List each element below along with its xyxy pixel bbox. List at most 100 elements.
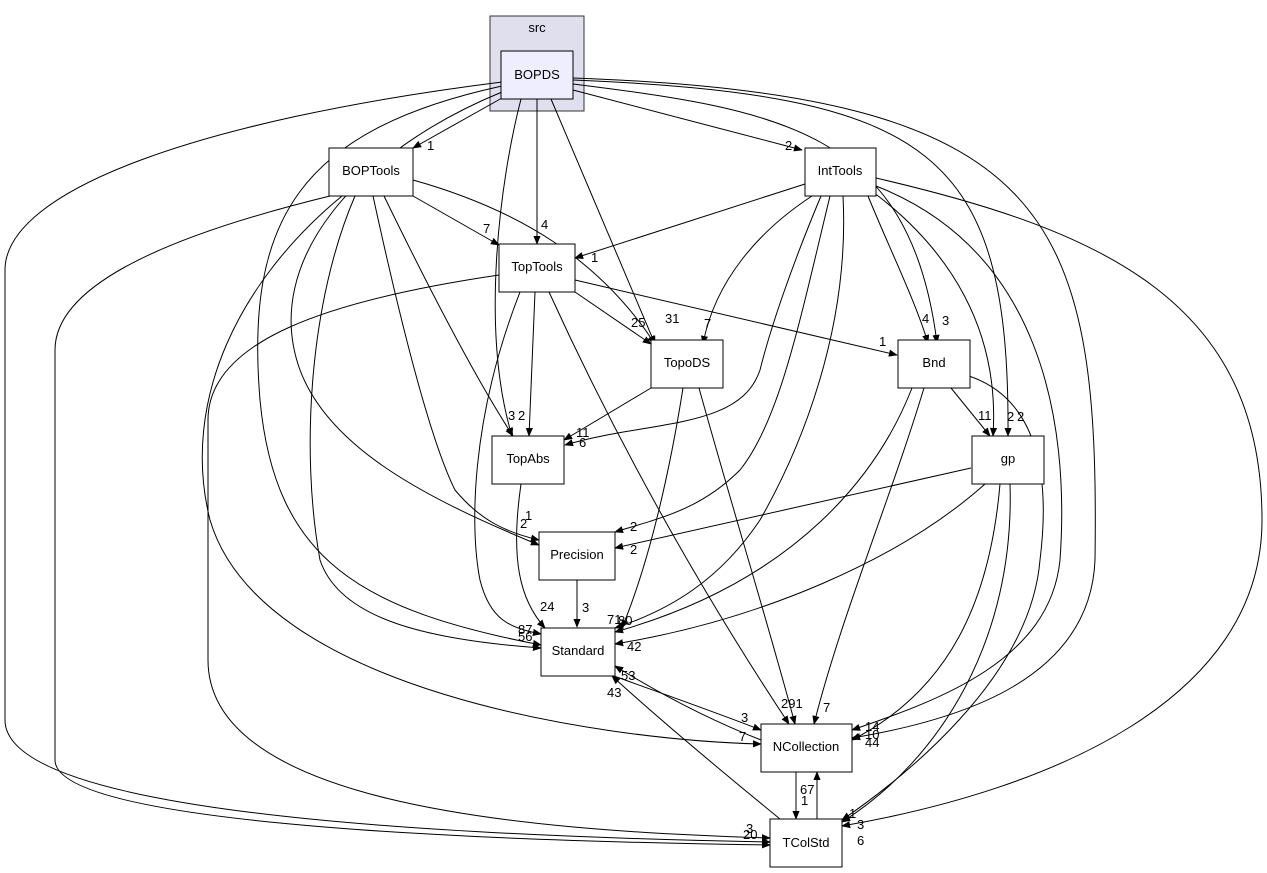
precision-node[interactable]: Precision xyxy=(538,531,616,581)
edge-bopds-bnd xyxy=(572,83,940,344)
edge-inttools-tcolstd xyxy=(841,177,1263,829)
standard-node[interactable]: Standard xyxy=(540,627,616,677)
edge-inttools-gp xyxy=(872,191,998,437)
edge-inttools-standard xyxy=(614,195,845,629)
edge-label: 1 xyxy=(879,334,886,349)
edge-toptools-standard xyxy=(474,291,542,636)
edge-boptools-topods xyxy=(412,179,656,345)
bnd-label: Bnd xyxy=(922,355,945,370)
bnd-node[interactable]: Bnd xyxy=(897,339,971,389)
edge-label: 2 xyxy=(520,516,527,531)
edge-label: 87 xyxy=(518,622,532,637)
edge-label: 42 xyxy=(627,639,641,654)
edge-label: 2 xyxy=(785,138,792,153)
edge-bopds-gp xyxy=(572,79,1012,437)
edge-boptools-standard xyxy=(309,195,542,652)
edge-label: 3 xyxy=(508,408,515,423)
edge-label: 7 xyxy=(739,729,746,744)
edge-label: 7 xyxy=(823,700,830,715)
edge-label: 3 xyxy=(942,313,949,328)
edge-toptools-topabs xyxy=(525,291,536,437)
topods-node[interactable]: TopoDS xyxy=(650,339,724,389)
edge-label: 20 xyxy=(743,827,757,842)
edge-bnd-standard xyxy=(614,387,913,634)
edge-gp-ncollection xyxy=(851,483,1001,741)
edge-label: 4 xyxy=(922,311,929,326)
edge-inttools-toptools xyxy=(574,183,806,259)
edge-label: 11 xyxy=(978,408,992,423)
edge-label: 53 xyxy=(621,668,635,683)
edge-gp-standard xyxy=(614,483,986,647)
topabs-label: TopAbs xyxy=(506,451,550,466)
ncollection-node[interactable]: NCollection xyxy=(760,723,853,773)
ncollection-label: NCollection xyxy=(773,739,839,754)
edge-toptools-ncollection xyxy=(548,291,790,725)
edge-topods-standard xyxy=(621,387,684,629)
edge-label: 71 xyxy=(607,612,621,627)
edge-label: 7 xyxy=(483,221,490,236)
edge-label: 80 xyxy=(618,613,632,628)
edge-label: 3 xyxy=(857,817,864,832)
edge-label: 3 xyxy=(582,600,589,615)
edge-inttools-bnd xyxy=(867,195,930,344)
edge-label: 2 xyxy=(1007,409,1014,424)
bopds-node[interactable]: BOPDS xyxy=(500,50,574,100)
edge-inttools-topods xyxy=(700,195,813,345)
edge-label: 6 xyxy=(579,435,586,450)
edge-boptools-precision xyxy=(372,195,540,542)
edge-standard-ncollection xyxy=(613,675,762,731)
edges xyxy=(4,77,1263,849)
edge-label: 1 xyxy=(849,806,856,821)
edge-label: 10 xyxy=(865,727,879,742)
edge-label: 3 xyxy=(746,821,753,836)
edge-bnd-tcolstd xyxy=(841,375,1044,821)
edge-topabs-standard xyxy=(516,483,546,629)
edge-label: 4 xyxy=(541,217,548,232)
edge-label: 291 xyxy=(781,696,803,711)
edge-gp-precision xyxy=(614,467,972,550)
edge-boptools-topabs xyxy=(383,195,514,437)
inttools-node[interactable]: IntTools xyxy=(804,147,877,197)
precision-label: Precision xyxy=(550,547,603,562)
toptools-node[interactable]: TopTools xyxy=(498,243,576,293)
edge-boptools-toptools xyxy=(412,195,500,246)
edge-bopds-inttools xyxy=(572,89,803,152)
tcolstd-node[interactable]: TColStd xyxy=(769,818,843,868)
edge-label: 1 xyxy=(525,508,532,523)
edge-label: 6 xyxy=(857,833,864,848)
edge-labels: 1 2 7 4 1 25 31 7 1 4 3 3 2 11 6 11 2 2 … xyxy=(427,138,1024,848)
edge-bopds-topods xyxy=(550,98,656,345)
edge-boptools-tcolstd xyxy=(54,195,771,849)
edge-toptools-topods xyxy=(574,291,652,345)
topabs-node[interactable]: TopAbs xyxy=(491,435,565,485)
edge-bnd-ncollection xyxy=(812,387,925,725)
standard-label: Standard xyxy=(552,643,605,658)
edge-label: 24 xyxy=(540,599,554,614)
toptools-label: TopTools xyxy=(511,259,563,274)
edge-inttools-topabs xyxy=(564,195,822,447)
edge-label: 2 xyxy=(630,542,637,557)
bopds-label: BOPDS xyxy=(514,67,560,82)
edge-label: 43 xyxy=(607,685,621,700)
boptools-label: BOPTools xyxy=(342,163,400,178)
topods-label: TopoDS xyxy=(664,355,711,370)
edge-label: 7 xyxy=(704,316,711,331)
inttools-label: IntTools xyxy=(818,163,863,178)
edge-label: 25 xyxy=(631,315,645,330)
edge-inttools-precision xyxy=(614,195,831,534)
edge-inttools-ncollection xyxy=(851,185,1063,731)
edge-bnd-gp xyxy=(950,387,991,437)
edge-label: 1 xyxy=(801,793,808,808)
edge-label: 67 xyxy=(800,782,814,797)
edge-gp-tcolstd xyxy=(841,483,1011,823)
edge-topods-ncollection xyxy=(698,387,797,725)
boptools-node[interactable]: BOPTools xyxy=(328,147,414,197)
tcolstd-label: TColStd xyxy=(783,835,830,850)
edge-bopds-tcolstd xyxy=(4,81,771,846)
edge-topods-topabs xyxy=(563,387,652,441)
gp-node[interactable]: gp xyxy=(971,435,1045,485)
edge-boptools-ncollection xyxy=(201,195,762,748)
edge-label: 2 xyxy=(1017,409,1024,424)
edge-label: 56 xyxy=(518,629,532,644)
